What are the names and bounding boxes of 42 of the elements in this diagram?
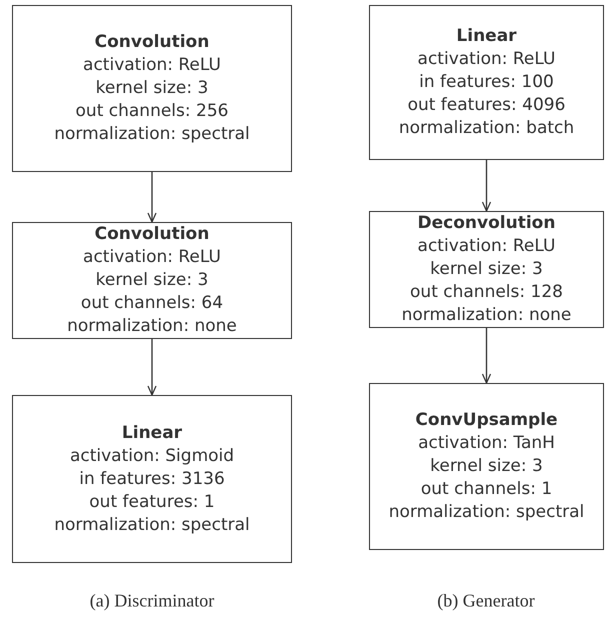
layer-parameter: normalization: spectral	[388, 501, 584, 524]
layer-parameter: activation: ReLU	[83, 246, 221, 269]
layer-parameter: kernel size: 3	[96, 77, 208, 100]
layer-box	[12, 5, 292, 172]
layer-parameter: out channels: 64	[80, 292, 224, 315]
layer-box	[12, 395, 292, 563]
arrow	[147, 172, 157, 223]
layer-box	[12, 222, 292, 339]
layer-title: Convolution	[94, 223, 210, 246]
layer-parameter: kernel size: 3	[96, 269, 208, 292]
layer-box	[369, 5, 604, 160]
layer-parameter: out features: 1	[89, 490, 215, 514]
layer-parameter: normalization: spectral	[54, 514, 250, 536]
layer-title: Linear	[456, 25, 517, 48]
arrow	[147, 339, 157, 396]
layer-parameter: activation: ReLU	[418, 235, 556, 258]
layer-parameter: activation: ReLU	[83, 54, 221, 77]
arrow	[482, 160, 492, 212]
layer-parameter: out channels: 256	[76, 100, 228, 123]
layer-parameter: in features: 3136	[79, 468, 225, 490]
arrow	[482, 328, 492, 384]
layer-parameter: normalization: batch	[398, 117, 574, 140]
layer-parameter: kernel size: 3	[430, 455, 543, 478]
layer-title: Deconvolution	[418, 212, 556, 235]
layer-parameter: normalization: none	[402, 304, 572, 327]
layer-parameter: activation: Sigmoid	[70, 444, 234, 468]
layer-title: Linear	[122, 422, 182, 444]
subfigure-caption: (a) Discriminator	[90, 590, 214, 612]
layer-parameter: in features: 100	[419, 71, 554, 94]
layer-parameter: out channels: 1	[420, 478, 552, 501]
layer-parameter: out features: 4096	[408, 94, 566, 117]
layer-parameter: kernel size: 3	[430, 258, 543, 281]
layer-title: Convolution	[94, 31, 210, 54]
layer-title: ConvUpsample	[415, 409, 558, 432]
layer-box	[369, 211, 604, 328]
layer-parameter: activation: TanH	[418, 432, 555, 455]
layer-parameter: normalization: none	[67, 315, 237, 338]
layer-box	[369, 383, 604, 550]
layer-parameter: out channels: 128	[410, 281, 563, 304]
subfigure-caption: (b) Generator	[437, 590, 535, 612]
layer-parameter: normalization: spectral	[54, 123, 250, 146]
layer-parameter: activation: ReLU	[418, 48, 556, 71]
